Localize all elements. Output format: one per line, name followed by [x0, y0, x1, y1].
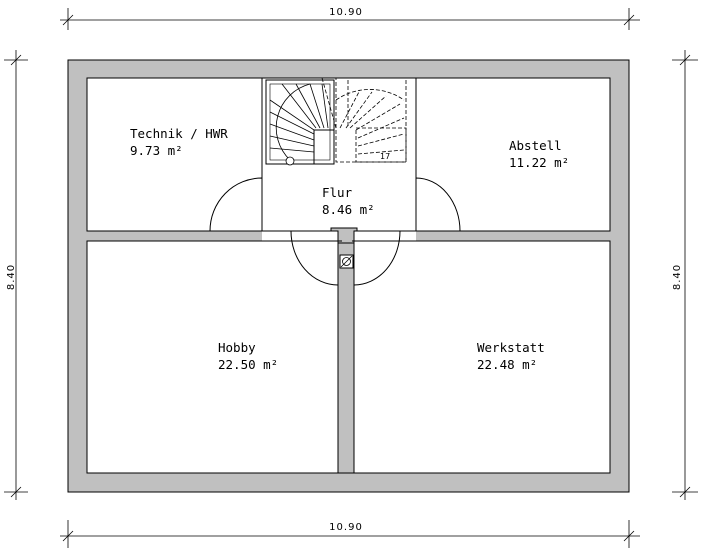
room-hobby — [86, 240, 343, 474]
room-label-hobby: Hobby 22.50 m² — [218, 340, 278, 372]
dimension-bottom: 10.90 — [60, 520, 640, 548]
dimension-top: 10.90 — [60, 7, 640, 30]
dimension-right: 8.40 — [672, 50, 698, 500]
staircase: 17 — [265, 77, 407, 166]
wall-corridor-right — [416, 231, 610, 241]
dimension-left-label: 8.40 — [6, 264, 17, 290]
wall-corridor-left — [87, 231, 262, 241]
room-area: 9.73 m² — [130, 143, 183, 158]
svg-text:17: 17 — [380, 152, 390, 161]
room-name: Flur — [322, 185, 353, 200]
room-area: 22.50 m² — [218, 357, 278, 372]
room-name: Werkstatt — [477, 340, 545, 355]
column-shaft — [337, 242, 355, 474]
room-label-technik: Technik / HWR 9.73 m² — [130, 126, 228, 158]
dimension-left: 8.40 — [4, 50, 28, 500]
room-werkstatt — [351, 240, 611, 474]
dimension-bottom-label: 10.90 — [329, 522, 363, 533]
dimension-right-label: 8.40 — [672, 264, 683, 290]
room-label-flur: Flur 8.46 m² — [322, 185, 375, 217]
room-name: Abstell — [509, 138, 562, 153]
room-area: 11.22 m² — [509, 155, 569, 170]
dimension-top-label: 10.90 — [329, 7, 363, 18]
room-label-abstell: Abstell 11.22 m² — [509, 138, 569, 170]
room-name: Hobby — [218, 340, 256, 355]
room-area: 22.48 m² — [477, 357, 537, 372]
room-name: Technik / HWR — [130, 126, 228, 141]
room-label-werkstatt: Werkstatt 22.48 m² — [477, 340, 545, 372]
room-area: 8.46 m² — [322, 202, 375, 217]
